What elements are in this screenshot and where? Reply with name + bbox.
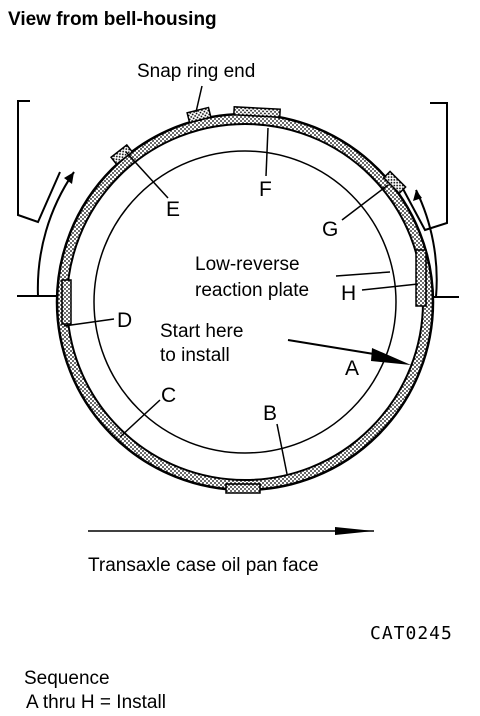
label-b: B xyxy=(263,402,277,425)
left-bracket xyxy=(17,100,61,224)
inner-circle xyxy=(93,150,397,454)
ring-tabs xyxy=(61,106,427,494)
start-here-arrow-line xyxy=(287,339,381,356)
label-h: H xyxy=(341,282,356,305)
start-here-arrowhead xyxy=(371,348,411,365)
right-arrowhead xyxy=(413,190,422,201)
label-a: A xyxy=(345,357,359,380)
oil-pan-face-label: Transaxle case oil pan face xyxy=(88,555,319,576)
right-arc-arrow xyxy=(415,189,438,298)
sequence-detail: A thru H = Install xyxy=(26,692,166,713)
right-bracket xyxy=(401,102,448,232)
leader-f xyxy=(265,127,269,177)
leader-d xyxy=(63,318,115,327)
label-g: G xyxy=(322,218,338,241)
low-reverse-label-line2: reaction plate xyxy=(195,280,309,301)
ring-inner-edge xyxy=(66,123,424,481)
label-d: D xyxy=(117,309,132,332)
title: View from bell-housing xyxy=(8,9,217,30)
low-reverse-leader xyxy=(335,271,391,277)
left-arrowhead xyxy=(64,172,74,184)
leader-c xyxy=(119,399,161,438)
oil-pan-face-arrowhead xyxy=(335,527,374,535)
sequence-label: Sequence xyxy=(24,668,110,689)
label-e: E xyxy=(166,198,180,221)
leader-h xyxy=(361,283,419,291)
leader-b xyxy=(276,423,288,475)
leader-e xyxy=(125,151,169,199)
figure-code: CAT0245 xyxy=(370,623,453,644)
snap-ring-end-leader xyxy=(195,85,203,113)
start-here-label-line1: Start here xyxy=(160,321,243,342)
leader-g xyxy=(341,184,389,221)
start-here-label-line2: to install xyxy=(160,345,230,366)
snap-ring-end-label: Snap ring end xyxy=(137,61,255,82)
label-f: F xyxy=(259,178,272,201)
low-reverse-label-line1: Low-reverse xyxy=(195,254,300,275)
left-arc-arrow xyxy=(36,171,75,297)
label-c: C xyxy=(161,384,176,407)
